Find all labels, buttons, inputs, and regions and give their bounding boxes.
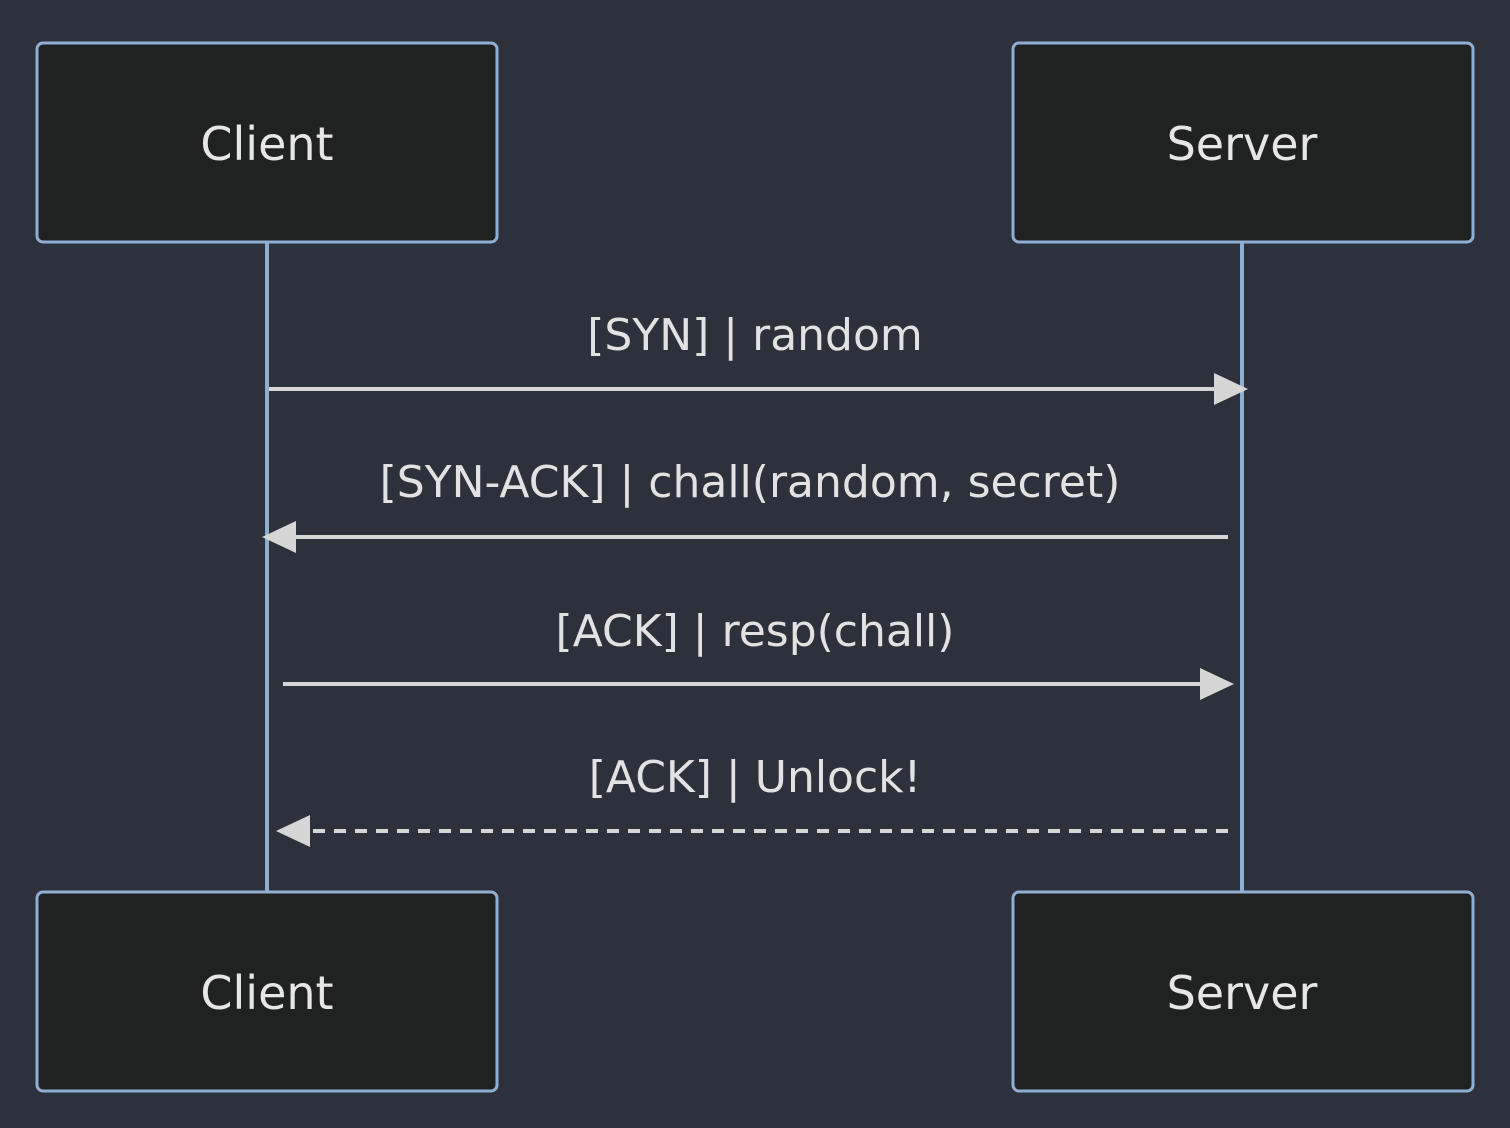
actor-server-top-label: Server [1167, 117, 1318, 171]
actor-client-top-label: Client [200, 117, 333, 171]
actor-client-top-box [35, 41, 499, 244]
message-syn-label: [SYN] | random [587, 310, 923, 361]
actor-server-bottom-label: Server [1167, 966, 1318, 1020]
actor-server-bottom[interactable]: Server [1011, 890, 1475, 1093]
actor-client-top[interactable]: Client [35, 41, 499, 244]
message-ack-unlock: [ACK] | Unlock! [276, 752, 1228, 847]
message-syn-arrowhead [1214, 373, 1248, 405]
message-ack-resp-arrowhead [1200, 668, 1234, 700]
message-ack-resp-label: [ACK] | resp(chall) [556, 606, 955, 657]
message-syn-ack-arrowhead [262, 521, 296, 553]
message-syn-ack-label: [SYN-ACK] | chall(random, secret) [380, 457, 1121, 508]
message-ack-unlock-label: [ACK] | Unlock! [589, 752, 922, 803]
actor-server-top[interactable]: Server [1011, 41, 1475, 244]
actor-client-bottom[interactable]: Client [35, 890, 499, 1093]
message-ack-resp: [ACK] | resp(chall) [283, 606, 1234, 700]
actor-client-bottom-label: Client [200, 966, 333, 1020]
actor-server-top-box [1011, 41, 1475, 244]
message-syn: [SYN] | random [269, 310, 1248, 405]
actor-server-bottom-box [1011, 890, 1475, 1093]
message-ack-unlock-arrowhead [276, 815, 310, 847]
actor-client-bottom-box [35, 890, 499, 1093]
message-syn-ack: [SYN-ACK] | chall(random, secret) [262, 457, 1228, 553]
